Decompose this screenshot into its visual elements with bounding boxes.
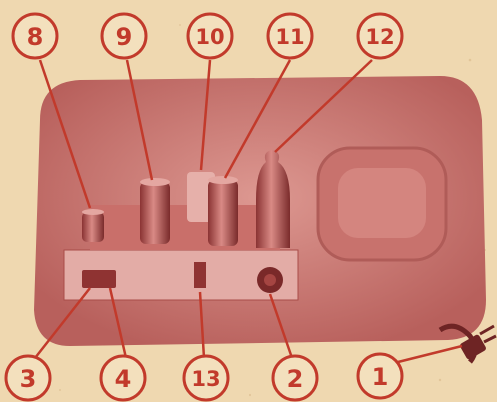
callout-9: 9 <box>116 23 133 51</box>
callout-8: 8 <box>27 23 44 51</box>
component-13 <box>194 262 206 288</box>
callout-10: 10 <box>195 25 224 49</box>
tube-11 <box>208 176 238 246</box>
chassis-deck <box>90 205 280 250</box>
tube-9 <box>140 178 170 244</box>
callout-1: 1 <box>372 363 389 391</box>
tube-8 <box>82 209 104 242</box>
callout-11: 11 <box>275 25 304 49</box>
callout-13: 13 <box>191 367 220 391</box>
knob-2-center <box>264 274 276 286</box>
callout-2: 2 <box>287 365 304 393</box>
callout-12: 12 <box>365 25 394 49</box>
switch-3-4 <box>82 270 116 288</box>
leader-1 <box>398 346 462 362</box>
speaker-grill <box>318 148 446 260</box>
callout-4: 4 <box>115 365 132 393</box>
callout-3: 3 <box>20 365 37 393</box>
